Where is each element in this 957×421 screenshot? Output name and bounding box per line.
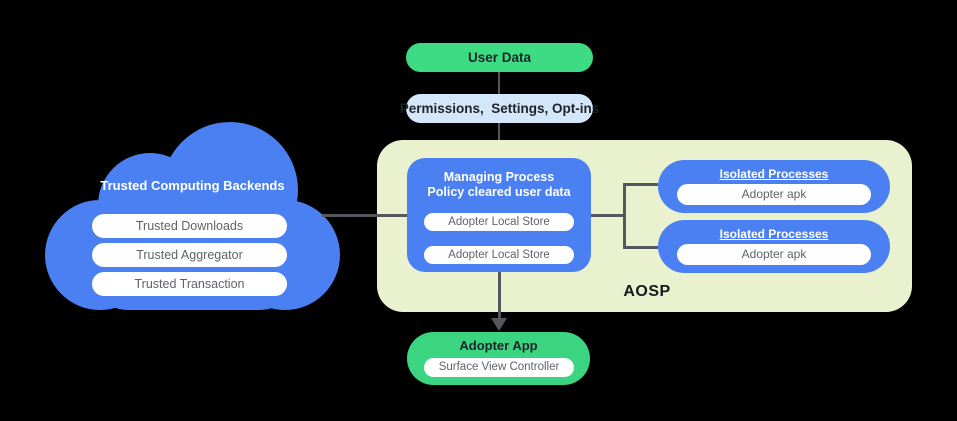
- cloud-title: Trusted Computing Backends: [100, 178, 285, 193]
- surface-view-controller-pill: Surface View Controller: [424, 358, 574, 377]
- arrowhead-down-icon: [491, 318, 507, 331]
- trusted-transaction-pill: Trusted Transaction: [92, 272, 287, 296]
- isolated-process-node: Isolated Processes Adopter apk: [658, 220, 890, 273]
- managing-title-line2: Policy cleared user data: [427, 185, 571, 199]
- user-data-node: User Data: [406, 43, 593, 72]
- connector-trunk-vertical: [623, 183, 626, 249]
- isolated-process-node: Isolated Processes Adopter apk: [658, 160, 890, 213]
- adopter-local-store-pill: Adopter Local Store: [424, 213, 574, 231]
- connector-branch-bottom: [623, 246, 658, 249]
- managing-process-node: Managing Process Policy cleared user dat…: [407, 158, 591, 272]
- adopter-local-store-pill: Adopter Local Store: [424, 246, 574, 264]
- aosp-label: AOSP: [623, 283, 671, 300]
- connector-cloud-managing: [322, 214, 408, 217]
- connector-managing-trunk: [591, 214, 625, 217]
- connector-branch-top: [623, 183, 658, 186]
- adopter-app-title: Adopter App: [459, 338, 538, 353]
- adopter-app-node: Adopter App Surface View Controller: [407, 332, 590, 385]
- trusted-computing-cloud: Trusted Computing Backends Trusted Downl…: [45, 120, 340, 313]
- connector-managing-adopterapp: [498, 272, 501, 319]
- isolated-process-title: Isolated Processes: [719, 227, 829, 241]
- adopter-apk-pill: Adopter apk: [677, 184, 871, 205]
- trusted-downloads-pill: Trusted Downloads: [92, 214, 287, 238]
- permissions-label: Permissions, Settings, Opt-ins: [399, 101, 600, 116]
- managing-process-title: Managing Process Policy cleared user dat…: [407, 170, 591, 200]
- trusted-aggregator-pill: Trusted Aggregator: [92, 243, 287, 267]
- permissions-node: Permissions, Settings, Opt-ins: [399, 94, 600, 123]
- user-data-label: User Data: [467, 50, 532, 65]
- managing-title-line1: Managing Process: [443, 170, 555, 184]
- connector-userdata-permissions: [498, 72, 500, 94]
- isolated-process-title: Isolated Processes: [719, 167, 829, 181]
- adopter-apk-pill: Adopter apk: [677, 244, 871, 265]
